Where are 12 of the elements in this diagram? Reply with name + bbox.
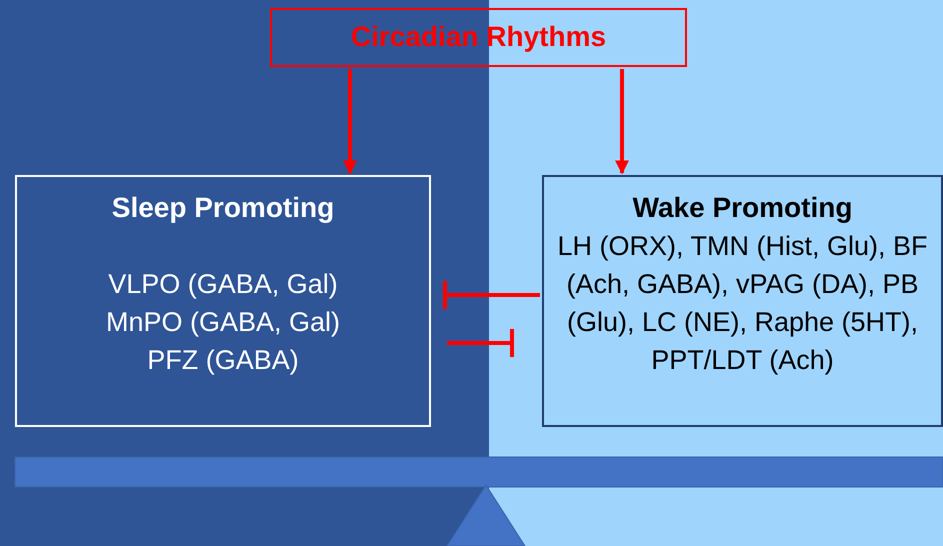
title-text: Circadian Rhythms (350, 20, 608, 54)
heading: Wake Promoting (632, 191, 854, 225)
arrow (615, 69, 629, 174)
region-text: MnPO (GABA, Gal) (104, 306, 342, 339)
region-text: PFZ (GABA) (146, 344, 300, 377)
arrow (343, 69, 357, 174)
heading: Sleep Promoting (110, 191, 336, 225)
category-box (15, 175, 431, 427)
region-text: VLPO (GABA, Gal) (107, 268, 339, 301)
region-text: LH (ORX), TMN (Hist, Glu), BF (Ach, GABA), vPAG (DA), PB (Glu), LC (NE), Raphe (5HT), PPT/LDT (Ach) (556, 230, 928, 377)
title-box (270, 8, 687, 67)
category-box (542, 175, 943, 427)
